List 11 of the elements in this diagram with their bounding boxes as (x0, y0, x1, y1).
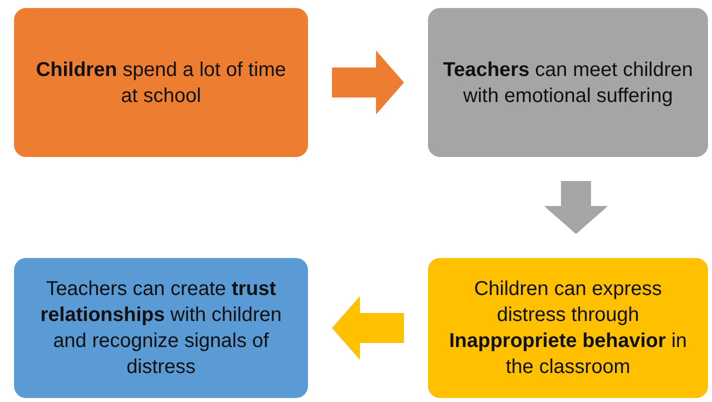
block-arrow (332, 50, 404, 114)
process-box (14, 8, 308, 157)
box-text: Children can express distress through Inappropriete behavior in the classroom (448, 277, 688, 380)
process-box (14, 258, 308, 398)
box-text: Teachers can meet children with emotional suffering (442, 58, 694, 108)
box-text: Children spend a lot of time at school (34, 58, 288, 108)
block-arrow (332, 296, 404, 360)
process-box (428, 258, 708, 398)
box-text: Teachers can create trust relationships with children and recognize signals of distress (39, 277, 283, 380)
block-arrow (544, 181, 608, 234)
process-box (428, 8, 708, 157)
